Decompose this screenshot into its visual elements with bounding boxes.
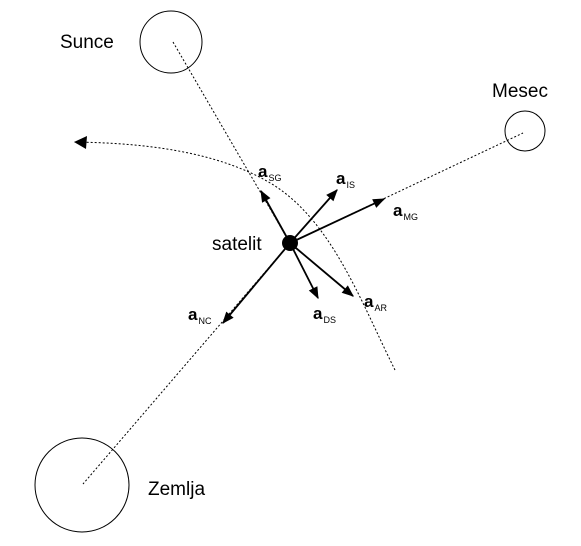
vector-sg-label: aSG [258, 162, 282, 183]
orbit-arrowhead [74, 136, 87, 149]
vector-mg-sub: MG [403, 212, 418, 222]
earth-label: Zemlja [148, 479, 206, 500]
vector-nc-sub: NC [198, 316, 212, 326]
sun-circle [139, 10, 203, 74]
vector-nc-label: aNC [188, 305, 212, 326]
vector-sg-sub: SG [268, 173, 282, 183]
moon-line [289, 132, 524, 244]
vector-sg-main: a [258, 162, 268, 181]
vector-ds-main: a [313, 304, 323, 323]
vector-ds-arrow [289, 242, 319, 300]
vector-sg-arrow [260, 189, 291, 244]
satellite-dot [282, 235, 298, 251]
vector-mg-main: a [393, 201, 403, 220]
moon-circle [504, 110, 546, 152]
vector-is-main: a [336, 169, 346, 188]
vector-mg-label: aMG [393, 201, 418, 222]
satellite-label: satelit [212, 234, 262, 255]
vector-ar-sub: AR [374, 303, 387, 313]
vector-ds-sub: DS [323, 315, 336, 325]
vector-ds-label: aDS [313, 304, 336, 325]
vector-ar-label: aAR [364, 292, 387, 313]
vector-ar-main: a [364, 292, 374, 311]
earth-circle [34, 437, 130, 533]
vector-is-sub: IS [346, 180, 355, 190]
vector-is-arrow [289, 189, 338, 244]
vector-mg-arrow [289, 198, 386, 244]
orbit-trajectory [73, 141, 396, 371]
sun-label: Sunce [60, 32, 114, 53]
vector-ar-arrow [289, 242, 354, 297]
moon-label: Mesec [492, 81, 548, 102]
vector-nc-arrow [222, 242, 291, 324]
vector-nc-main: a [188, 305, 198, 324]
vector-is-label: aIS [336, 169, 355, 190]
